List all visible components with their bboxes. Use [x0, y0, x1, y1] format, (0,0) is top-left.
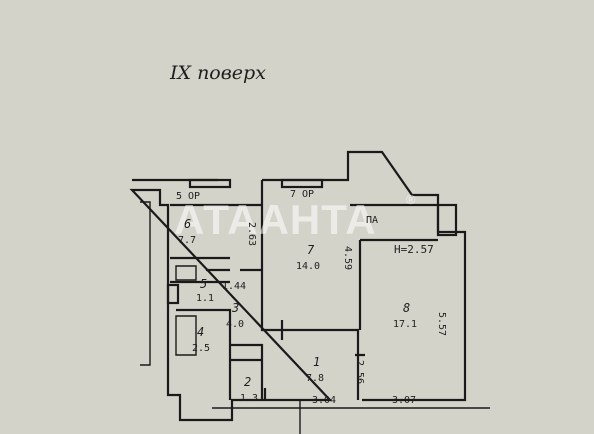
- bath-outline: [175, 315, 197, 356]
- marker-pa: ПА: [366, 215, 379, 226]
- room-7-area: 14.0: [296, 261, 321, 272]
- watermark-reg: ®: [406, 192, 417, 207]
- room-2-number: 2: [244, 375, 252, 389]
- ceiling-height: H=2.57: [394, 243, 434, 256]
- dim-3-07: 3.07: [392, 395, 417, 406]
- room-3-area: 4.0: [226, 319, 245, 330]
- dim-5-57: 5.57: [436, 312, 447, 337]
- dim-3-04: 3.04: [312, 395, 337, 406]
- door-marks: [206, 268, 365, 400]
- marker-5-op: 5 ОР: [176, 191, 201, 202]
- room-4-number: 4: [197, 325, 205, 339]
- marker-7-op: 7 ОР: [290, 189, 315, 200]
- room-7-number: 7: [307, 243, 315, 257]
- room-6-area: 7.7: [178, 235, 197, 246]
- room-8-area: 17.1: [393, 319, 418, 330]
- floor-title: IX поверх: [170, 62, 266, 84]
- fixture-outline: [175, 265, 197, 281]
- dim-4-59: 4.59: [342, 246, 353, 271]
- dim-1-44: 1.44: [222, 281, 247, 292]
- room-5-area: 1.1: [196, 293, 215, 304]
- window-right: [436, 203, 458, 237]
- left-edge-hatch: [140, 201, 151, 366]
- room-4-area: 2.5: [192, 343, 211, 354]
- window-top-left: [188, 178, 232, 189]
- room-5-number: 5: [200, 277, 208, 291]
- room-6-number: 6: [184, 217, 192, 231]
- room-1-number: 1: [313, 355, 321, 369]
- bottom-line: [212, 400, 490, 434]
- dim-2-56: 2.56: [354, 360, 365, 385]
- room-8-number: 8: [403, 301, 411, 315]
- room-2-area: 1.3: [240, 393, 259, 404]
- dim-2-63: 2.63: [246, 222, 257, 247]
- window-top-mid: [280, 178, 324, 189]
- window-small-left: [166, 283, 180, 305]
- room-3-number: 3: [232, 301, 240, 315]
- room-1-area: 7.8: [306, 373, 325, 384]
- watermark: АТААНТА: [174, 196, 377, 243]
- inner-walls: [170, 180, 438, 400]
